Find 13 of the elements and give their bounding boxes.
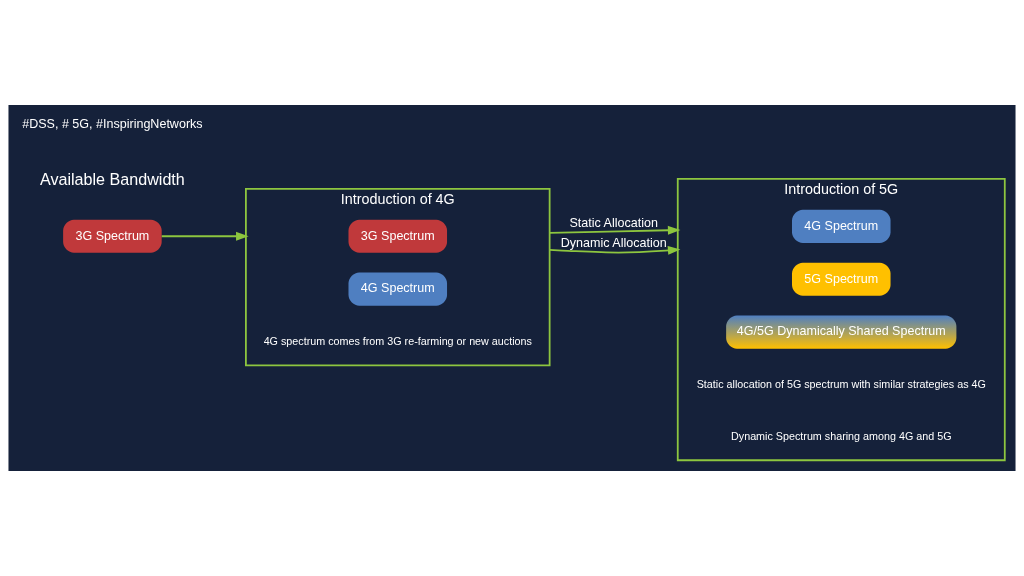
node-box: 5G Spectrum — [792, 262, 891, 296]
node-box: 4G Spectrum — [348, 272, 448, 306]
node-box: 4G/5G Dynamically Shared Spectrum — [726, 315, 957, 349]
edge-label: Dynamic Allocation — [560, 236, 667, 251]
label: #DSS, # 5G, #InspiringNetworks — [22, 117, 203, 132]
node-box: 3G Spectrum — [348, 219, 448, 253]
node-box: 4G Spectrum — [792, 209, 891, 243]
arrow — [160, 231, 249, 241]
node-box: 3G Spectrum — [63, 219, 162, 253]
edge-label: Static Allocation — [569, 216, 658, 231]
arrow — [548, 246, 681, 255]
arrow — [548, 225, 681, 235]
label: Available Bandwidth — [40, 169, 185, 188]
